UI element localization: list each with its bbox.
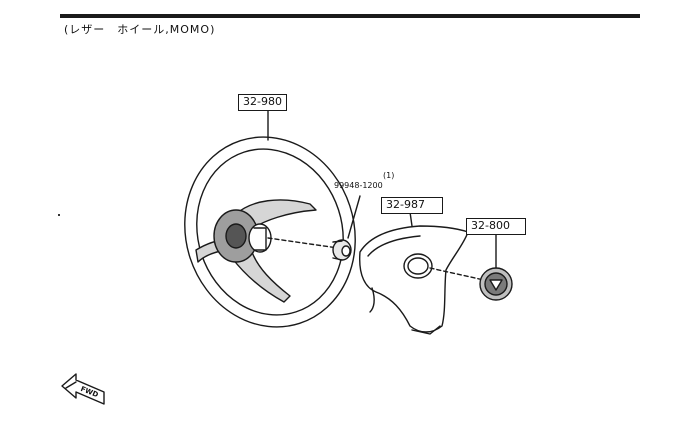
steering-wheel-drawing: [184, 136, 356, 328]
header-rule: [60, 14, 640, 18]
diagram-title: (レザー ホイール,MOMO): [64, 23, 216, 36]
fwd-arrow-shape: [61, 373, 105, 405]
horn-pad-drawing: [359, 225, 469, 335]
part-number-horn-button: 32-800: [466, 218, 526, 235]
part-number-horn-pad: 32-987: [381, 197, 443, 214]
horn-button-drawing: [479, 267, 513, 301]
nut-drawing: [332, 239, 352, 261]
part-number-nut: 99948-1200: [334, 181, 383, 190]
part-quantity-nut: (1): [383, 171, 395, 180]
part-number-steering-wheel: 32-980: [238, 94, 287, 111]
stray-dot: [58, 214, 60, 216]
